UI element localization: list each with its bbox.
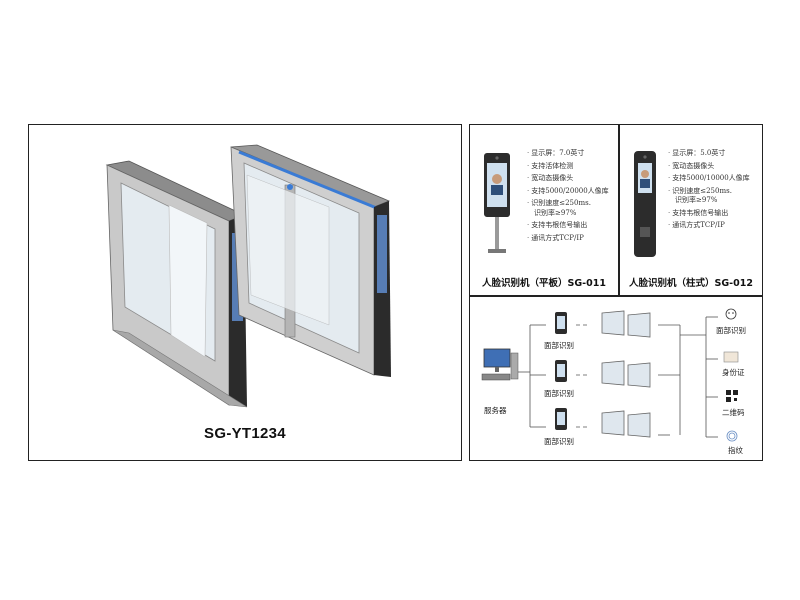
spec-item: 识别率≥97%	[675, 196, 718, 204]
id-card-icon	[723, 351, 739, 363]
spec-item: ·支持韦根信号输出	[527, 221, 588, 229]
spec-item: ·支持5000/20000人像库	[527, 186, 609, 195]
method-label: 身份证	[722, 368, 745, 377]
spec-item: ·显示屏：5.0英寸	[668, 149, 726, 157]
spec-item: ·识别速度≤250ms.	[668, 186, 732, 195]
spec-item: ·支持韦根信号输出	[668, 208, 729, 217]
spec-item: ·支持5000/10000人像库	[668, 174, 750, 182]
fingerprint-icon	[726, 430, 738, 442]
pillar-device-image	[634, 151, 656, 257]
spec-item: ·显示屏：7.0英寸	[527, 149, 585, 157]
face-label: 面部识别	[544, 389, 574, 398]
tablet-device-panel: ·显示屏：7.0英寸 ·支持活体检测 ·宽动态摄像头 ·支持5000/20000…	[469, 124, 619, 296]
face-scan-icon	[725, 308, 737, 320]
face-device-icon	[555, 312, 567, 334]
spec-item: ·宽动态摄像头	[527, 174, 574, 182]
face-device-icon	[555, 408, 567, 430]
gate-icon	[601, 360, 651, 388]
tablet-spec-list: ·显示屏：7.0英寸 ·支持活体检测 ·宽动态摄像头 ·支持5000/20000…	[527, 147, 609, 244]
face-label: 面部识别	[544, 437, 574, 446]
server-label: 服务器	[484, 406, 507, 415]
gate-icon	[601, 310, 651, 338]
spec-item: 识别率≥97%	[534, 208, 577, 217]
flow-diagram-panel: 服务器 面部识别 面部识别 面部识别 面部识别 身份证 二维码 指纹	[469, 296, 763, 461]
method-label: 二维码	[722, 408, 745, 417]
spec-item: ·通讯方式TCP/IP	[668, 221, 725, 229]
tablet-device-title: 人脸识别机（平板）SG-011	[482, 278, 606, 289]
gate-icon	[601, 410, 651, 438]
turnstile-illustration	[105, 144, 391, 408]
method-label: 面部识别	[716, 326, 746, 335]
tablet-device-image	[484, 153, 510, 253]
server-computer-icon	[481, 348, 519, 381]
pillar-device-panel: ·显示屏：5.0英寸 ·宽动态摄像头 ·支持5000/10000人像库 ·识别速…	[619, 124, 763, 296]
qr-code-icon	[726, 390, 738, 402]
spec-item: ·通讯方式TCP/IP	[527, 233, 584, 242]
spec-item: ·识别速度≤250ms.	[527, 199, 591, 207]
flow-lines	[518, 316, 718, 438]
face-label: 面部识别	[544, 341, 574, 350]
pillar-spec-list: ·显示屏：5.0英寸 ·宽动态摄像头 ·支持5000/10000人像库 ·识别速…	[668, 147, 750, 232]
spec-item: ·宽动态摄像头	[668, 161, 715, 170]
model-label: SG-YT1234	[204, 425, 286, 442]
face-device-icon	[555, 360, 567, 382]
spec-item: ·支持活体检测	[527, 161, 574, 170]
product-panel: SG-YT1234	[28, 124, 462, 461]
method-label: 指纹	[728, 446, 743, 455]
pillar-device-title: 人脸识别机（柱式）SG-012	[629, 278, 753, 289]
